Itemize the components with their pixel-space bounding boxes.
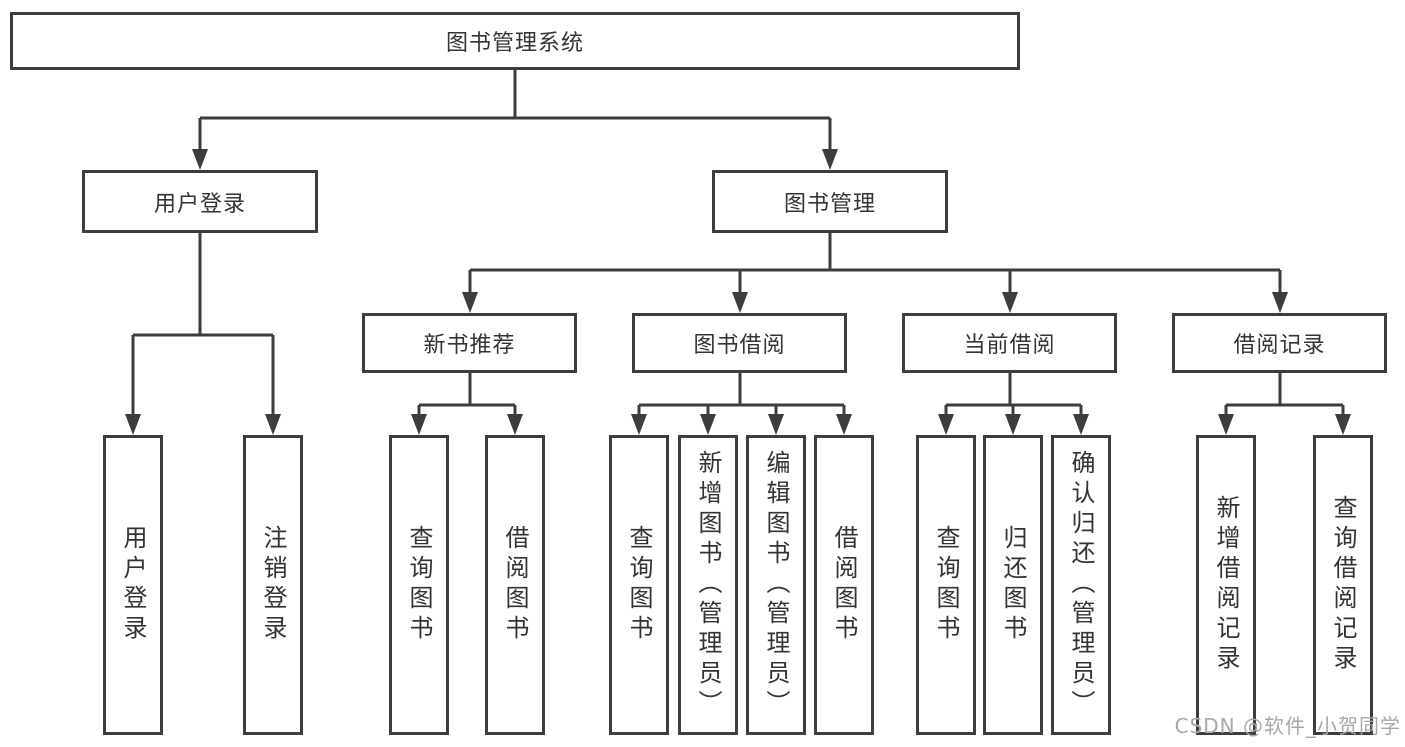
leaf-label: 新增图书（管理员） [694,450,722,720]
leaf-edit-books-admin: 编辑图书（管理员） [746,435,806,735]
csdn-watermark: CSDN @软件_小贺同学 [1174,714,1401,738]
leaf-label: 借阅图书 [501,525,529,645]
node-label: 借阅记录 [1233,333,1326,358]
node-book-borrowing: 图书借阅 [632,313,847,373]
node-current-borrowing: 当前借阅 [902,313,1117,373]
leaf-borrow-books: 借阅图书 [814,435,874,735]
leaf-add-books-admin: 新增图书（管理员） [678,435,738,735]
leaf-borrow-books-recommend: 借阅图书 [485,435,545,735]
node-label: 当前借阅 [963,333,1056,358]
leaf-label: 查询图书 [932,525,960,645]
leaf-label: 编辑图书（管理员） [762,450,790,720]
leaf-query-borrow-record: 查询借阅记录 [1313,435,1373,735]
leaf-confirm-return-admin: 确认归还（管理员） [1051,435,1111,735]
node-label: 图书借阅 [693,333,786,358]
leaf-query-books-recommend: 查询图书 [389,435,449,735]
leaf-label: 归还图书 [999,525,1027,645]
leaf-label: 确认归还（管理员） [1067,450,1095,720]
leaf-label: 查询图书 [625,525,653,645]
leaf-label: 查询借阅记录 [1329,495,1357,675]
node-label: 图书管理系统 [445,31,584,56]
leaf-query-books-current: 查询图书 [916,435,976,735]
node-label: 新书推荐 [423,333,516,358]
leaf-label: 用户登录 [119,525,147,645]
leaf-label: 新增借阅记录 [1212,495,1240,675]
node-library-management-system: 图书管理系统 [10,12,1020,70]
node-book-management-module: 图书管理 [712,170,948,233]
leaf-label: 注销登录 [259,525,287,645]
leaf-return-books: 归还图书 [983,435,1043,735]
node-label: 图书管理 [783,191,876,217]
leaf-logout: 注销登录 [243,435,303,735]
leaf-user-login: 用户登录 [103,435,163,735]
node-borrowing-records: 借阅记录 [1172,313,1387,373]
node-new-book-recommendation: 新书推荐 [362,313,577,373]
leaf-label: 借阅图书 [830,525,858,645]
leaf-add-borrow-record: 新增借阅记录 [1196,435,1256,735]
leaf-label: 查询图书 [405,525,433,645]
leaf-query-books-borrowing: 查询图书 [609,435,669,735]
node-label: 用户登录 [153,191,246,217]
node-user-login-module: 用户登录 [82,170,318,233]
